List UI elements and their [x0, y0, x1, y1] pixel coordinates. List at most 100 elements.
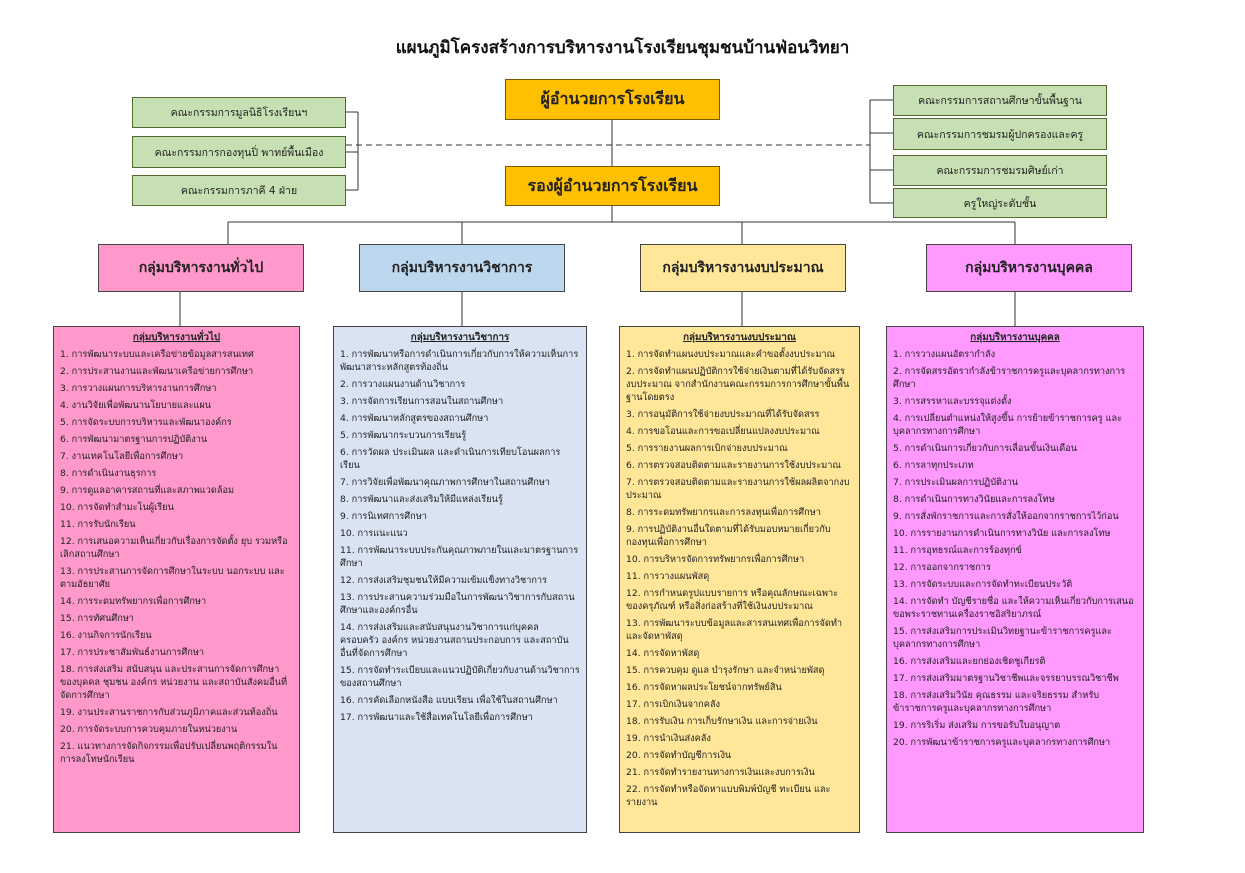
- list-item: 15. การส่งเสริมการประเมินวิทยฐานะข้าราชก…: [893, 626, 1112, 650]
- list-item: 3. การอนุมัติการใช้จ่ายงบประมาณที่ได้รับ…: [626, 409, 820, 420]
- list-item: 2. การจัดทำแผนปฏิบัติการใช้จ่ายเงินตามที…: [626, 366, 850, 403]
- list-item: 9. การสั่งพักราชการและการสั่งให้ออกจากรา…: [893, 511, 1119, 522]
- list-item: 19. การริเริ่ม ส่งเสริม การขอรับใบอนุญาต: [893, 720, 1061, 731]
- list-item: 9. การปฏิบัติงานอื่นใดตามที่ได้รับมอบหมา…: [626, 524, 831, 548]
- list-item: 20. การจัดระบบการควบคุมภายในหน่วยงาน: [60, 724, 238, 735]
- list-item: 4. การขอโอนและการขอเปลี่ยนแปลงงบประมาณ: [626, 426, 820, 437]
- right-committee-2: คณะกรรมการชมรมผู้ปกครองและครู: [893, 118, 1107, 150]
- academic-admin-list: กลุ่มบริหารงานวิชาการ 1. การพัฒนาหรือการ…: [333, 326, 587, 833]
- list-item: 8. การพัฒนาและส่งเสริมให้มีแหล่งเรียนรู้: [340, 494, 503, 505]
- list-item: 19. การนำเงินส่งคลัง: [626, 733, 711, 744]
- list-item: 12. การส่งเสริมชุมชนให้มีความเข้มแข็งทาง…: [340, 575, 548, 586]
- list-item: 11. การอุทธรณ์และการร้องทุกข์: [893, 545, 1022, 556]
- general-admin-items: 1. การพัฒนาระบบและเครือข่ายข้อมูลสารสนเท…: [60, 348, 293, 766]
- general-admin-list-title: กลุ่มบริหารงานทั่วไป: [132, 332, 221, 343]
- list-item: 13. การประสานความร่วมมือในการพัฒนาวิชากา…: [340, 592, 575, 616]
- academic-admin-header: กลุ่มบริหารงานวิชาการ: [359, 244, 565, 292]
- right-committee-4: ครูใหญ่ระดับชั้น: [893, 188, 1107, 218]
- list-item: 10. การรายงานการดำเนินการทางวินัย และการ…: [893, 528, 1111, 539]
- list-item: 20. การพัฒนาข้าราชการครูและบุคลากรทางการ…: [893, 737, 1111, 748]
- list-item: 13. การพัฒนาระบบข้อมูลและสารสนเทศเพื่อกา…: [626, 618, 843, 642]
- right-committee-3: คณะกรรมการชมรมศิษย์เก่า: [893, 155, 1107, 186]
- list-item: 17. การประชาสัมพันธ์งานการศึกษา: [60, 647, 205, 658]
- list-item: 15. การจัดทำระเบียบและแนวปฏิบัติเกี่ยวกั…: [340, 665, 580, 689]
- list-item: 17. การเบิกเงินจากคลัง: [626, 699, 720, 710]
- list-item: 12. การเสนอความเห็นเกี่ยวกับเรื่องการจัด…: [60, 536, 288, 560]
- personnel-admin-header: กลุ่มบริหารงานบุคคล: [926, 244, 1132, 292]
- list-item: 1. การวางแผนอัตรากำลัง: [893, 349, 996, 360]
- page-title: แผนภูมิโครงสร้างการบริหารงานโรงเรียนชุมช…: [395, 38, 850, 58]
- list-item: 12. การออกจากราชการ: [893, 562, 991, 573]
- list-item: 10. การแนะแนว: [340, 528, 408, 539]
- list-item: 8. การระดมทรัพยากรและการลงทุนเพื่อการศึก…: [626, 507, 821, 518]
- list-item: 14. การจัดทำ บัญชีรายชื่อ และให้ความเห็น…: [893, 596, 1134, 620]
- list-item: 11. การพัฒนาระบบประกันคุณภาพภายในและมาตร…: [340, 545, 579, 569]
- list-item: 17. การพัฒนาและใช้สื่อเทคโนโลยีเพื่อการศ…: [340, 712, 533, 723]
- list-item: 8. การดำเนินการทางวินัยและการลงโทษ: [893, 494, 1055, 505]
- list-item: 6. การลาทุกประเภท: [893, 460, 974, 471]
- list-item: 16. การคัดเลือกหนังสือ แบบเรียน เพื่อใช้…: [340, 695, 558, 706]
- list-item: 8. การดำเนินงานธุรการ: [60, 468, 157, 479]
- general-admin-header: กลุ่มบริหารงานทั่วไป: [98, 244, 304, 292]
- list-item: 11. การรับนักเรียน: [60, 519, 136, 530]
- list-item: 3. การสรรหาและบรรจุแต่งตั้ง: [893, 396, 1012, 407]
- list-item: 4. งานวิจัยเพื่อพัฒนานโยบายและแผน: [60, 400, 212, 411]
- academic-admin-items: 1. การพัฒนาหรือการดำเนินการเกี่ยวกับการใ…: [340, 348, 580, 724]
- list-item: 17. การส่งเสริมมาตรฐานวิชาชีพและจรรยาบรร…: [893, 673, 1119, 684]
- left-committee-3: คณะกรรมการภาคี 4 ฝ่าย: [132, 175, 346, 206]
- list-item: 5. การพัฒนากระบวนการเรียนรู้: [340, 430, 467, 441]
- budget-admin-items: 1. การจัดทำแผนงบประมาณและคำขอตั้งงบประมา…: [626, 348, 853, 809]
- personnel-admin-list: กลุ่มบริหารงานบุคคล 1. การวางแผนอัตรากำล…: [886, 326, 1144, 833]
- list-item: 9. การนิเทศการศึกษา: [340, 511, 427, 522]
- list-item: 16. การส่งเสริมและยกย่องเชิดชูเกียรติ: [893, 656, 1046, 667]
- left-committee-1: คณะกรรมการมูลนิธิโรงเรียนฯ: [132, 97, 346, 128]
- budget-admin-header: กลุ่มบริหารงานงบประมาณ: [640, 244, 846, 292]
- list-item: 20. การจัดทำบัญชีการเงิน: [626, 750, 732, 761]
- list-item: 10. การบริหารจัดการทรัพยากรเพื่อการศึกษา: [626, 554, 805, 565]
- list-item: 12. การกำหนดรูปแบบรายการ หรือคุณลักษณะเฉ…: [626, 588, 839, 612]
- list-item: 1. การพัฒนาหรือการดำเนินการเกี่ยวกับการใ…: [340, 349, 579, 373]
- list-item: 6. การตรวจสอบติดตามและรายงานการใช้งบประม…: [626, 460, 841, 471]
- right-committee-1: คณะกรรมการสถานศึกษาขั้นพื้นฐาน: [893, 85, 1107, 116]
- list-item: 15. การทัศนศึกษา: [60, 613, 134, 624]
- list-item: 7. การตรวจสอบติดตามและรายงานการใช้ผลผลิต…: [626, 477, 850, 501]
- list-item: 3. การจัดการเรียนการสอนในสถานศึกษา: [340, 396, 504, 407]
- list-item: 2. การประสานงานและพัฒนาเครือข่ายการศึกษา: [60, 366, 254, 377]
- list-item: 14. การจัดหาพัสดุ: [626, 648, 700, 659]
- budget-admin-list: กลุ่มบริหารงานงบประมาณ 1. การจัดทำแผนงบป…: [619, 326, 860, 833]
- list-item: 21. การจัดทำรายงานทางการเงินและงบการเงิน: [626, 767, 815, 778]
- list-item: 10. การจัดทำสำมะโนผู้เรียน: [60, 502, 174, 513]
- list-item: 4. การเปลี่ยนตำแหน่งให้สูงขึ้น การย้ายข้…: [893, 413, 1123, 437]
- list-item: 7. งานเทคโนโลยีเพื่อการศึกษา: [60, 451, 184, 462]
- director-box: ผู้อำนวยการโรงเรียน: [505, 79, 720, 120]
- list-item: 2. การวางแผนงานด้านวิชาการ: [340, 379, 466, 390]
- deputy-director-box: รองผู้อำนวยการโรงเรียน: [505, 166, 720, 206]
- list-item: 15. การควบคุม ดูแล บำรุงรักษา และจำหน่าย…: [626, 665, 825, 676]
- list-item: 19. งานประสานราชการกับส่วนภูมิภาคและส่วน…: [60, 707, 278, 718]
- list-item: 22. การจัดทำหรือจัดหาแบบพิมพ์บัญชี ทะเบี…: [626, 784, 831, 808]
- list-item: 7. การวิจัยเพื่อพัฒนาคุณภาพการศึกษาในสถา…: [340, 477, 550, 488]
- list-item: 13. การประสานการจัดการศึกษาในระบบ นอกระบ…: [60, 566, 285, 590]
- list-item: 16. งานกิจการนักเรียน: [60, 630, 152, 641]
- list-item: 6. การวัดผล ประเมินผล และดำเนินการเทียบโ…: [340, 447, 561, 471]
- list-item: 3. การวางแผนการบริหารงานการศึกษา: [60, 383, 217, 394]
- list-item: 16. การจัดหาผลประโยชน์จากทรัพย์สิน: [626, 682, 782, 693]
- list-item: 5. การจัดระบบการบริหารและพัฒนาองค์กร: [60, 417, 232, 428]
- left-committee-2: คณะกรรมการกองทุนปิ่ พาทย์พื้นเมือง: [132, 136, 346, 168]
- list-item: 14. การส่งเสริมและสนับสนุนงานวิชาการแก่บ…: [340, 622, 569, 659]
- personnel-admin-items: 1. การวางแผนอัตรากำลัง 2. การจัดสรรอัตราก…: [893, 348, 1137, 749]
- budget-admin-list-title: กลุ่มบริหารงานงบประมาณ: [683, 332, 796, 343]
- list-item: 18. การส่งเสริมวินัย คุณธรรม และจริยธรรม…: [893, 690, 1100, 714]
- list-item: 2. การจัดสรรอัตรากำลังข้าราชการครูและบุค…: [893, 366, 1126, 390]
- list-item: 1. การพัฒนาระบบและเครือข่ายข้อมูลสารสนเท…: [60, 349, 254, 360]
- personnel-admin-list-title: กลุ่มบริหารงานบุคคล: [970, 332, 1060, 343]
- list-item: 1. การจัดทำแผนงบประมาณและคำขอตั้งงบประมา…: [626, 349, 836, 360]
- list-item: 9. การดูแลอาคารสถานที่และสภาพแวดล้อม: [60, 485, 235, 496]
- list-item: 5. การดำเนินการเกี่ยวกับการเลื่อนขั้นเงิ…: [893, 443, 1078, 454]
- list-item: 14. การระดมทรัพยากรเพื่อการศึกษา: [60, 596, 207, 607]
- list-item: 11. การวางแผนพัสดุ: [626, 571, 710, 582]
- list-item: 7. การประเมินผลการปฏิบัติงาน: [893, 477, 1018, 488]
- general-admin-list: กลุ่มบริหารงานทั่วไป 1. การพัฒนาระบบและเ…: [53, 326, 300, 833]
- list-item: 5. การรายงานผลการเบิกจ่ายงบประมาณ: [626, 443, 788, 454]
